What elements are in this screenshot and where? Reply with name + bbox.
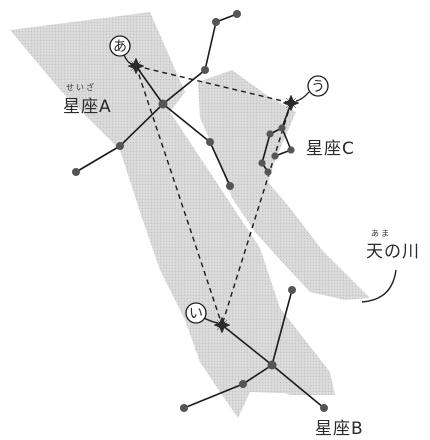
milky-way-ruby: あま: [371, 229, 391, 238]
constellation-b-label: 星座B: [315, 419, 364, 439]
callouts: [109, 35, 329, 324]
dash-u-to-i: [221, 102, 292, 326]
star: [288, 286, 296, 294]
star-label-i: い: [189, 306, 203, 322]
callout-circle-i: [185, 302, 207, 324]
callout-tail-u: [295, 91, 310, 102]
star: [258, 159, 266, 167]
milky-way-right-stream: [198, 70, 370, 300]
star: [267, 360, 277, 370]
star: [72, 168, 80, 176]
callout-circle-u: [307, 75, 329, 97]
callout-tail-i: [203, 317, 219, 324]
star: [287, 146, 295, 154]
star: [116, 142, 124, 150]
star: [239, 380, 247, 388]
star-label-u: う: [311, 79, 325, 95]
constellation-a-ruby: せいざ: [66, 83, 96, 92]
bright-star-u: [282, 94, 300, 112]
dashed-connections: [135, 65, 292, 326]
star: [180, 404, 188, 412]
callout-tail-a: [123, 54, 134, 65]
star-label-a: あ: [113, 39, 127, 55]
star: [264, 168, 272, 176]
star: [320, 404, 328, 412]
star: [271, 152, 279, 160]
star: [201, 66, 209, 74]
constellation-a-label: 星座A: [63, 97, 112, 117]
constellation-b-lines: [183, 289, 325, 409]
star: [266, 130, 274, 138]
star: [206, 138, 214, 146]
callout-circle-a: [109, 35, 131, 57]
bright-stars: [127, 57, 300, 334]
constellation-c-stars: [258, 124, 295, 176]
constellation-c-label: 星座C: [306, 139, 355, 159]
milky-way-label: 天の川: [366, 242, 420, 262]
milky-way-pointer: [361, 269, 397, 303]
star: [212, 18, 220, 26]
star: [233, 10, 241, 18]
star: [158, 99, 168, 109]
star: [278, 124, 286, 132]
dash-a-to-i: [135, 65, 223, 326]
milky-way-left-stream: [10, 12, 330, 418]
constellation-a-stars: [72, 10, 241, 190]
constellation-b-stars: [180, 286, 328, 412]
star: [226, 182, 234, 190]
